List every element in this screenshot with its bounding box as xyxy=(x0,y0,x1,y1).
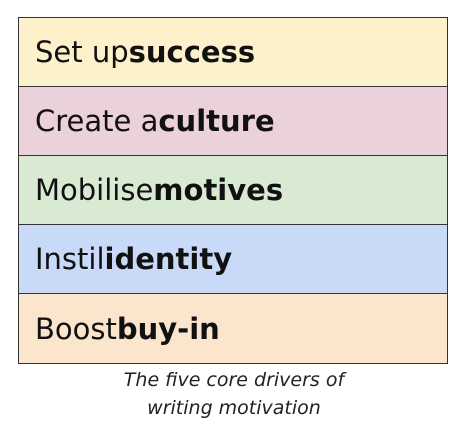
driver-emphasis: culture xyxy=(158,104,275,138)
driver-prefix: Mobilise xyxy=(35,173,154,207)
driver-prefix: Set up xyxy=(35,35,129,69)
driver-row-identity: Instil identity xyxy=(19,225,447,294)
driver-emphasis: buy-in xyxy=(116,311,220,346)
driver-row-motives: Mobilise motives xyxy=(19,156,447,225)
caption-line-2: writing motivation xyxy=(147,397,321,419)
driver-row-buy-in: Boost buy-in xyxy=(19,294,447,363)
driver-prefix: Create a xyxy=(35,104,159,138)
figure-caption: The five core drivers of writing motivat… xyxy=(0,366,468,422)
driver-row-success: Set up success xyxy=(19,18,447,87)
caption-line-1: The five core drivers of xyxy=(123,369,345,391)
driver-prefix: Instil xyxy=(35,242,105,276)
driver-emphasis: identity xyxy=(104,242,233,276)
driver-prefix: Boost xyxy=(35,311,117,346)
drivers-stack: Set up success Create a culture Mobilise… xyxy=(18,17,448,364)
driver-emphasis: motives xyxy=(153,173,284,207)
driver-emphasis: success xyxy=(128,35,256,69)
driver-row-culture: Create a culture xyxy=(19,87,447,156)
